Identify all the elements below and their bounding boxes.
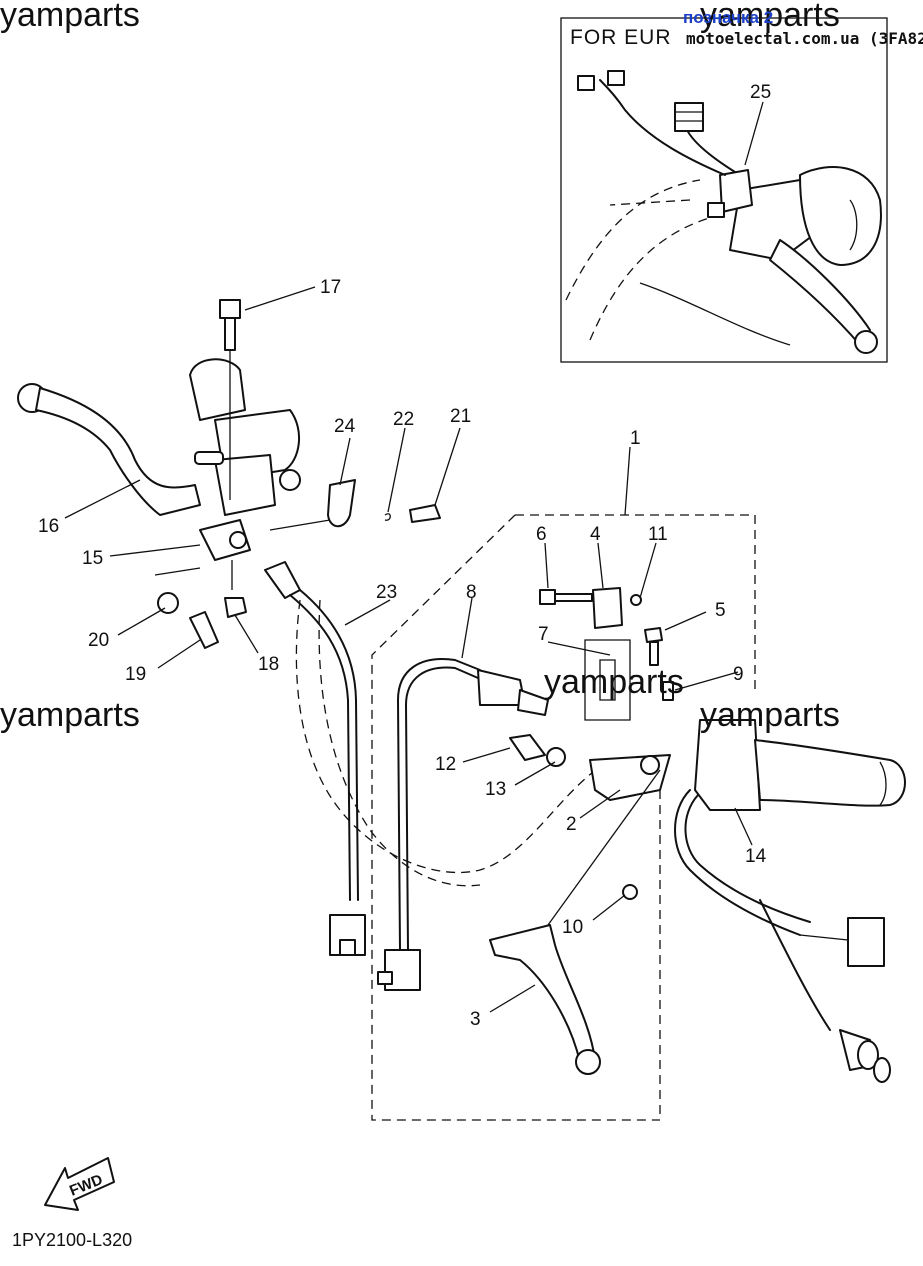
callout-19: 19 (125, 664, 146, 685)
clutch-switch-8 (377, 658, 549, 991)
callout-4: 4 (590, 524, 601, 545)
svg-text:позначка 2: позначка 2 (683, 8, 773, 27)
callout-25: 25 (750, 82, 771, 103)
watermark: yamparts (700, 0, 840, 34)
header-link[interactable]: позначка 2 (683, 8, 773, 27)
callout-7: 7 (538, 624, 549, 645)
callout-14: 14 (745, 846, 767, 867)
watermark: yamparts (544, 663, 684, 701)
callout-11: 11 (648, 524, 668, 545)
bracket-24 (269, 479, 441, 531)
callout-20: 20 (88, 630, 109, 651)
callout-12: 12 (435, 754, 456, 775)
callout-23: 23 (376, 582, 397, 603)
callout-1: 1 (630, 428, 641, 449)
callout-13: 13 (485, 779, 506, 800)
callout-9: 9 (733, 664, 744, 685)
inset-eur (560, 17, 888, 363)
handlebar (295, 599, 661, 1120)
small-parts-left (154, 560, 247, 649)
callout-18: 18 (258, 654, 279, 675)
callout-24: 24 (334, 416, 356, 437)
watermark: yamparts (0, 0, 140, 34)
callout-5: 5 (715, 600, 726, 621)
callout-2: 2 (566, 814, 577, 835)
callout-17: 17 (320, 277, 341, 298)
callout-10: 10 (562, 917, 583, 938)
callout-labels: 1 2 3 4 5 6 7 8 9 10 11 12 13 14 15 16 1… (38, 82, 771, 1030)
fwd-arrow-icon: FWD (44, 1157, 115, 1211)
watermark: yamparts (700, 696, 840, 734)
clutch-assembly-box (371, 514, 756, 1121)
callout-21: 21 (450, 406, 471, 427)
callout-3: 3 (470, 1009, 481, 1030)
callout-16: 16 (38, 516, 59, 537)
callout-15: 15 (82, 548, 103, 569)
callout-6: 6 (536, 524, 547, 545)
clutch-bracket-2 (509, 587, 674, 801)
cable-23 (264, 561, 366, 956)
source-text: motoelectal.com.ua (3FA829112000) (686, 29, 923, 48)
inset-title: FOR EUR (570, 26, 672, 49)
brake-lever-16 (17, 383, 201, 516)
drawing-code: 1PY2100-L320 (12, 1230, 132, 1250)
clutch-lever-3 (489, 884, 638, 1075)
switch-14 (674, 719, 906, 1083)
watermark: yamparts (0, 696, 140, 734)
leader-lines (64, 101, 764, 1013)
brake-master-cylinder (189, 299, 301, 561)
callout-8: 8 (466, 582, 477, 603)
callout-22: 22 (393, 409, 414, 430)
